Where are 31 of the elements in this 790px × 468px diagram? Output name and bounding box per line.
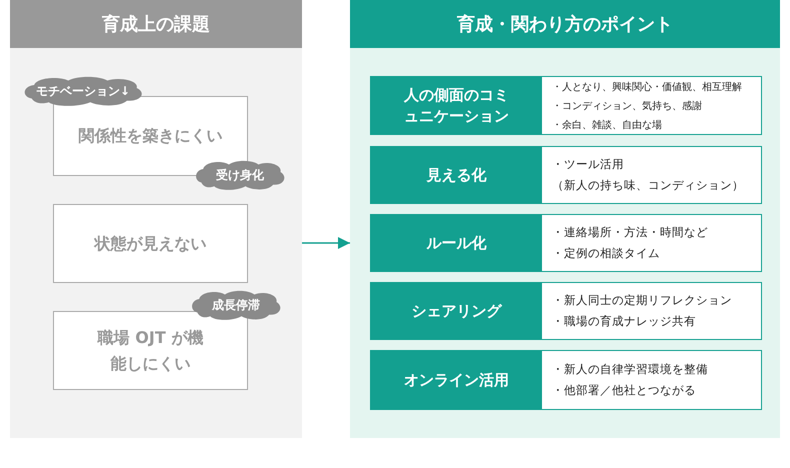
panel-heading: 育成・関わり方のポイント <box>350 0 780 48</box>
panel-heading: 育成上の課題 <box>10 0 302 48</box>
issue-box: 職場 OJT が機能しにくい <box>53 311 248 390</box>
bullet-item: ・コンディション、気持ち、感謝 <box>552 100 703 112</box>
point-heading: ルール化 <box>371 215 542 271</box>
issue-box: 状態が見えない <box>53 204 248 283</box>
cloud-tag: 成長停滞 <box>190 290 282 320</box>
point-row <box>370 214 762 272</box>
bullet-item: ・定例の相談タイム <box>552 246 661 261</box>
point-row <box>370 350 762 410</box>
bullet-item: （新人の持ち味、コンディション） <box>552 178 744 193</box>
panel-background <box>10 0 302 438</box>
bullet-item: ・人となり、興味関心・価値観、相互理解 <box>552 80 742 94</box>
bullet-item: ・ツール活用 <box>552 157 625 172</box>
point-heading: 人の側面のコミュニケーション <box>371 77 542 134</box>
bullet-item: ・他部署／他社とつながる <box>552 383 697 398</box>
bullet-item: ・余白、雑談、自由な場 <box>552 118 663 132</box>
panel-background <box>350 0 780 438</box>
bullet-item: ・職場の育成ナレッジ共有 <box>552 314 697 329</box>
cloud-tag: モチベーション↓ <box>22 76 144 106</box>
point-row <box>370 76 762 135</box>
cloud-tag: 受け身化 <box>194 160 286 190</box>
point-heading: シェアリング <box>371 283 542 339</box>
bullet-item: ・新人同士の定期リフレクション <box>552 293 732 308</box>
bullet-item: ・連絡場所・方法・時間など <box>552 225 708 240</box>
arrow <box>302 237 350 249</box>
point-heading: オンライン活用 <box>371 351 542 409</box>
point-row <box>370 146 762 204</box>
point-row <box>370 282 762 340</box>
bullet-item: ・新人の自律学習環境を整備 <box>552 362 708 377</box>
point-heading: 見える化 <box>371 147 542 203</box>
